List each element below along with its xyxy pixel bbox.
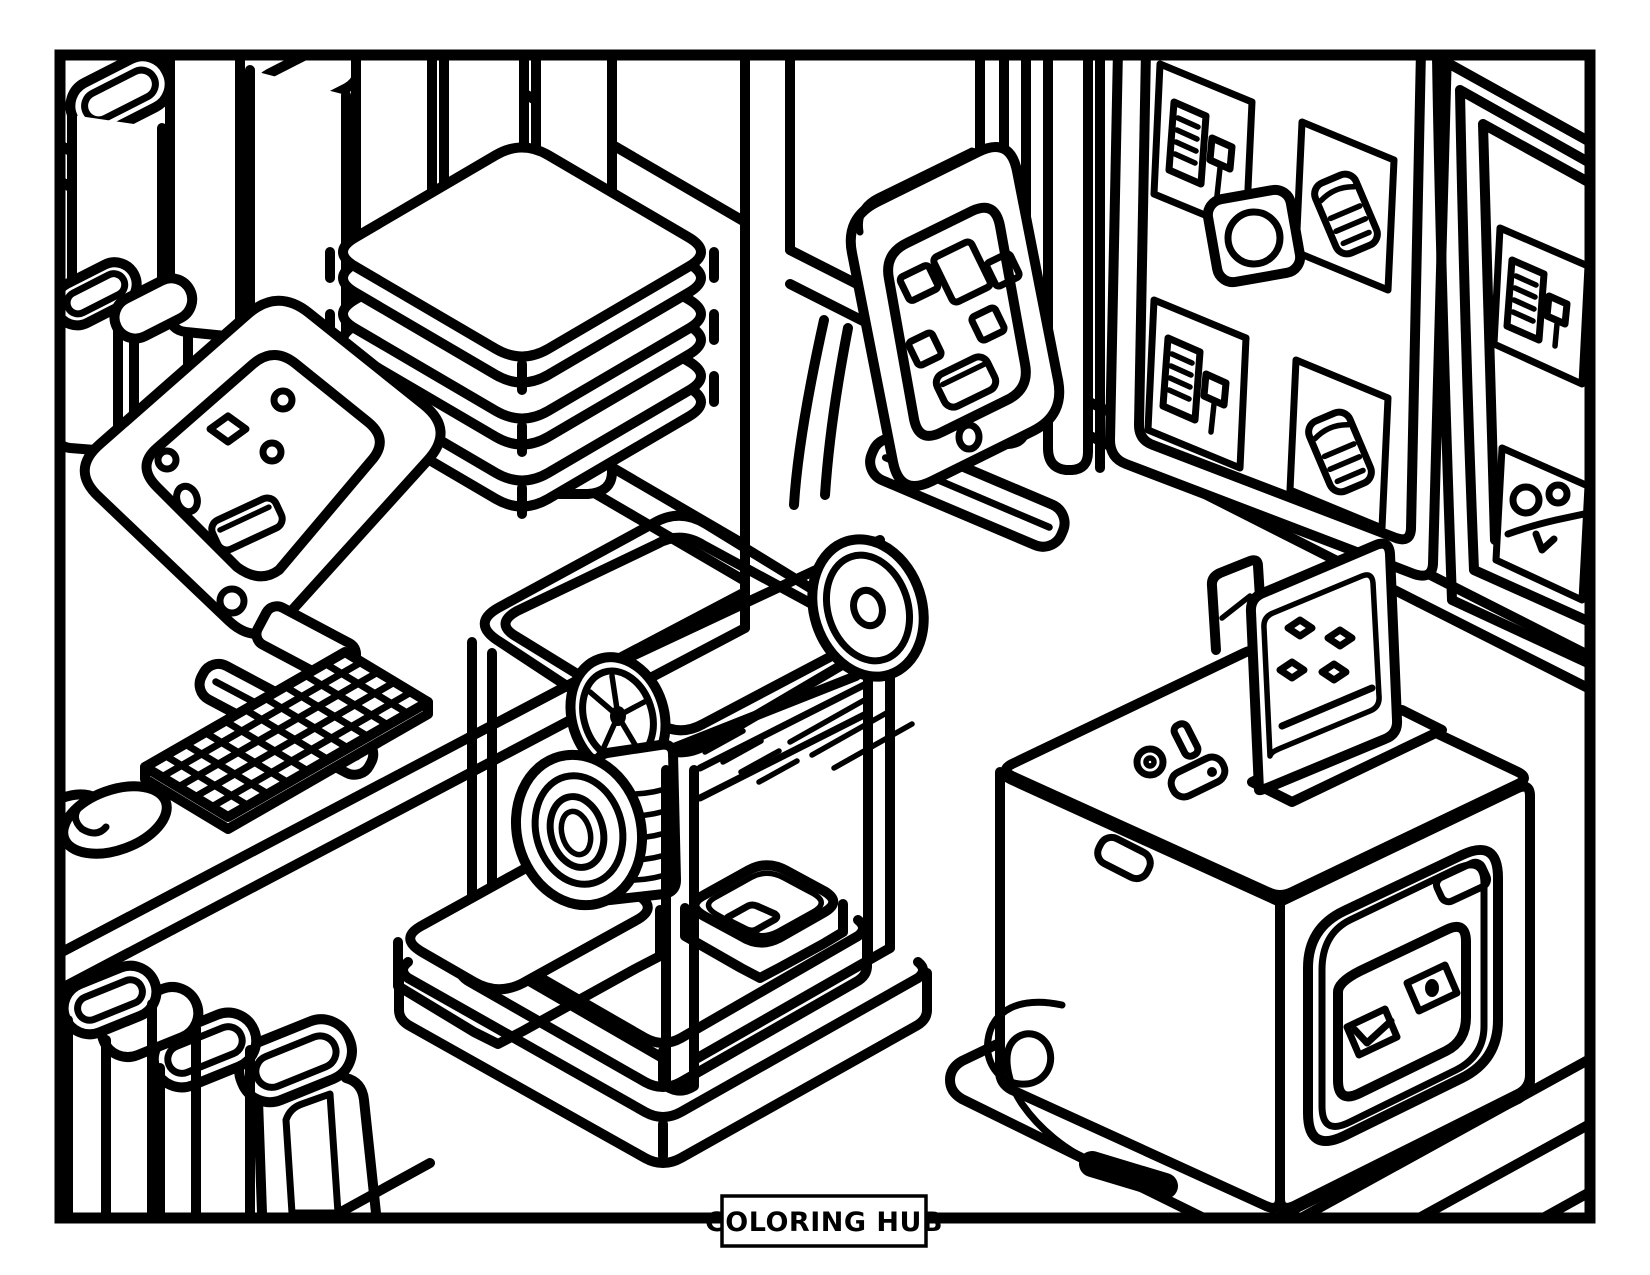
book-spine-icon xyxy=(1311,170,1381,258)
diamond-icon xyxy=(905,329,945,369)
square-icon xyxy=(983,250,1023,290)
plug xyxy=(1079,1151,1178,1199)
card-machine xyxy=(945,538,1535,1218)
document-icon xyxy=(1165,98,1236,199)
dot-icon xyxy=(154,447,180,473)
machine-panel xyxy=(1303,845,1503,1146)
floor-books xyxy=(60,960,381,1218)
ring-button xyxy=(1133,745,1167,779)
standing-tablet xyxy=(789,142,1070,552)
diamond-icon xyxy=(1284,616,1316,640)
tablet-kickstand xyxy=(789,315,853,510)
document-icon xyxy=(1503,256,1571,349)
mouth-icon xyxy=(208,494,286,554)
square-icon xyxy=(896,262,942,304)
flag-icon xyxy=(1200,370,1230,409)
dot-icon xyxy=(259,439,285,465)
printer-3d xyxy=(393,510,932,1168)
bar-button xyxy=(1170,720,1202,760)
key-chat-icon xyxy=(1504,481,1588,554)
monitor-screen xyxy=(141,350,385,582)
keyboard xyxy=(140,647,433,834)
flag-icon xyxy=(1206,134,1236,173)
circle-badge xyxy=(1202,184,1306,288)
spool-spokes xyxy=(587,673,651,759)
brand-label-box: COLORING HUB xyxy=(705,1194,943,1248)
card-face-icons xyxy=(1276,616,1376,730)
book-spine-icon xyxy=(1305,408,1375,496)
diamond-icon xyxy=(1324,626,1356,650)
book-icon xyxy=(60,257,142,331)
diamond-icon xyxy=(1276,658,1308,682)
tablet-face-icons xyxy=(896,238,1023,411)
diamond-icon xyxy=(206,412,250,446)
diamond-icon xyxy=(968,304,1008,344)
checkbox-icon xyxy=(1343,1005,1401,1059)
circle-icon xyxy=(1224,208,1284,268)
screen-face-icons xyxy=(154,387,296,554)
tablet-button xyxy=(955,421,983,453)
book-icon xyxy=(234,1014,357,1108)
flag-icon xyxy=(1543,292,1571,328)
wall-poster-frame xyxy=(1432,55,1590,669)
dot-icon xyxy=(173,482,201,516)
chip-icon xyxy=(723,901,781,943)
wall-organizer-panel xyxy=(1105,55,1452,581)
monitor-button xyxy=(216,585,248,617)
lens-stack xyxy=(510,739,681,911)
print-bed xyxy=(696,680,915,802)
dot-icon xyxy=(270,387,296,413)
brand-label: COLORING HUB xyxy=(705,1207,943,1238)
toggle-button xyxy=(1167,753,1229,801)
power-cable xyxy=(984,998,1178,1199)
dot-square-icon xyxy=(1403,961,1461,1015)
panel-chip xyxy=(1432,858,1492,906)
top-buttons xyxy=(1133,720,1229,801)
document-icon xyxy=(1159,334,1230,435)
mouth-line-icon xyxy=(1278,684,1376,730)
mouth-icon xyxy=(932,353,1000,411)
diamond-icon xyxy=(1318,660,1350,684)
frame-front-bar xyxy=(661,765,699,1096)
square-icon xyxy=(930,238,994,306)
keyboard-keys xyxy=(158,658,415,811)
check-icon xyxy=(1351,1017,1395,1047)
side-button xyxy=(1094,833,1154,883)
